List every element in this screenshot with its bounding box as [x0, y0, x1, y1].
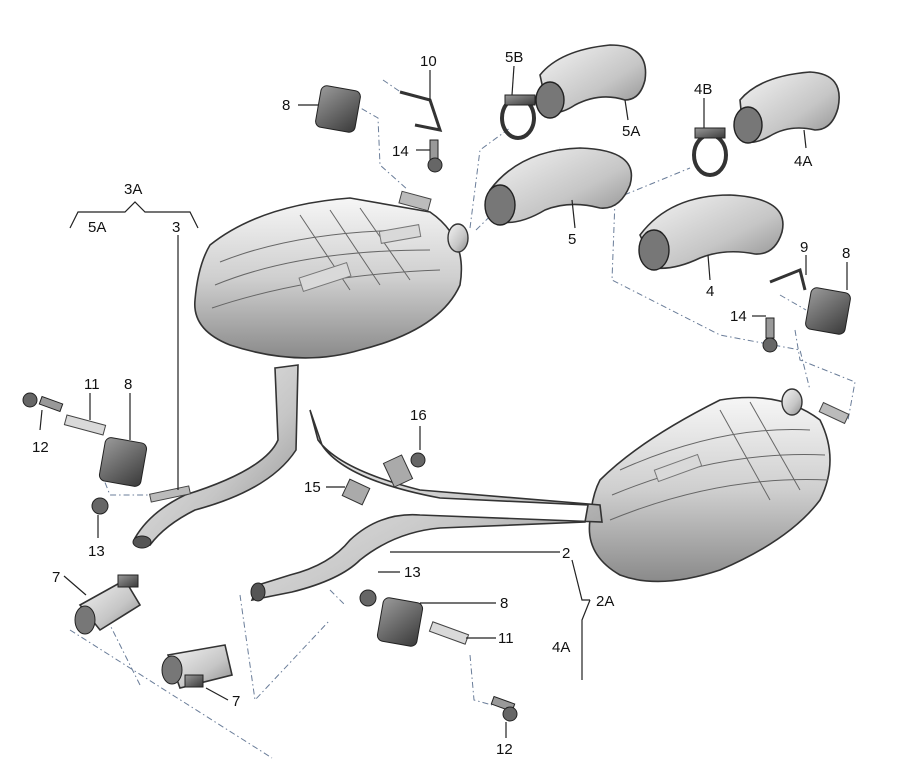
label-3: 3 — [172, 219, 180, 236]
label-14-right: 14 — [730, 308, 747, 325]
label-7-lower: 7 — [232, 693, 240, 710]
label-8-left: 8 — [124, 376, 132, 393]
label-7-left: 7 — [52, 569, 60, 586]
label-4: 4 — [706, 283, 714, 300]
label-10: 10 — [420, 53, 437, 70]
label-4a-top: 4A — [794, 153, 812, 170]
front-muffler — [194, 190, 469, 359]
clamps — [74, 94, 728, 689]
leader-lines — [39, 65, 848, 738]
label-13-left: 13 — [88, 543, 105, 560]
label-13-lower: 13 — [404, 564, 421, 581]
label-12-lower: 12 — [496, 741, 513, 758]
label-8-lower: 8 — [500, 595, 508, 612]
label-2: 2 — [562, 545, 570, 562]
callout-labels: 10 5B 8 14 5A 4B 4A 3A 5A 3 5 9 8 14 4 1… — [32, 49, 850, 758]
exhaust-pipes — [132, 364, 603, 602]
label-4a-lower: 4A — [552, 639, 570, 656]
label-5: 5 — [568, 231, 576, 248]
label-5b: 5B — [505, 49, 523, 66]
label-5a-top: 5A — [622, 123, 640, 140]
mounts-and-hardware — [22, 85, 851, 722]
label-11-left: 11 — [84, 376, 100, 393]
label-9: 9 — [800, 239, 808, 256]
label-5a-left: 5A — [88, 219, 106, 236]
label-8-top-left: 8 — [282, 97, 290, 114]
label-4b: 4B — [694, 81, 712, 98]
label-11-lower: 11 — [498, 630, 514, 647]
label-15: 15 — [304, 479, 321, 496]
label-16: 16 — [410, 407, 427, 424]
label-3a: 3A — [124, 181, 142, 198]
label-8-right: 8 — [842, 245, 850, 262]
label-2a: 2A — [596, 593, 614, 610]
label-14-top-left: 14 — [392, 143, 409, 160]
tail-pipes — [484, 44, 840, 271]
label-12-left: 12 — [32, 439, 49, 456]
rear-muffler — [588, 388, 850, 583]
